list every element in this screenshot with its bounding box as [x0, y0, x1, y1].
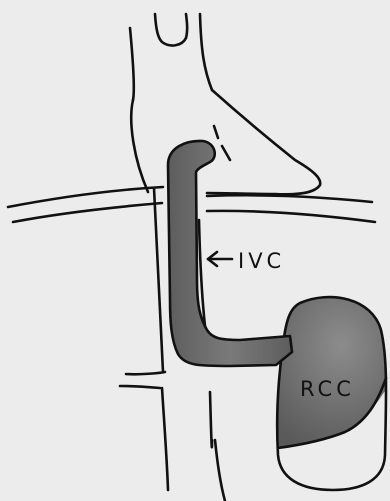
- ivc-label: IVC: [238, 249, 285, 273]
- rcc-label: RCC: [300, 377, 355, 401]
